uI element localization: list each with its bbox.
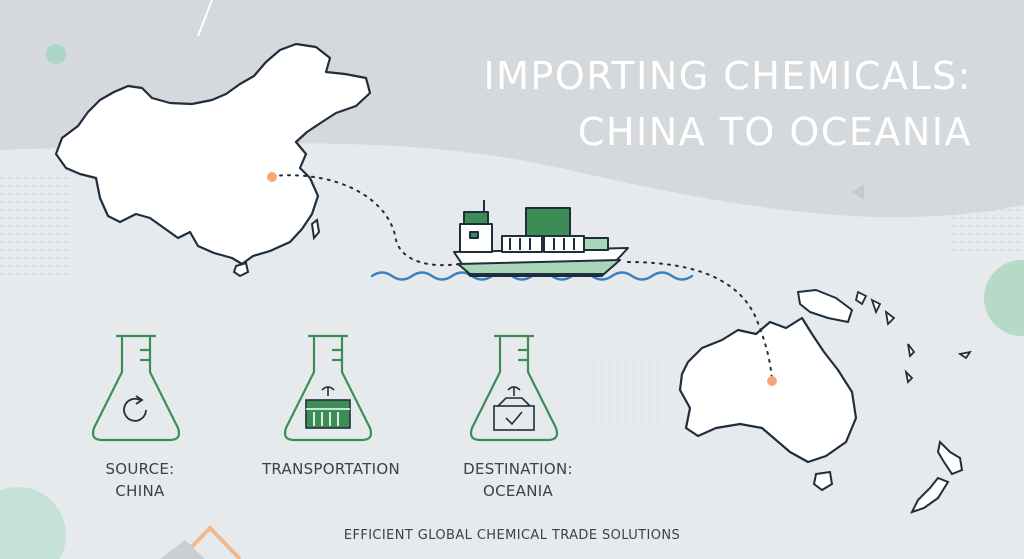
flask-transportation-icon — [283, 334, 373, 442]
recycle-arrow-icon — [123, 395, 147, 422]
flask-destination-icon — [469, 334, 559, 442]
new-zealand-south — [910, 476, 950, 514]
shipping-container-icon — [305, 386, 351, 429]
stage-label-source-line1: SOURCE: — [105, 460, 175, 478]
hainan-island — [232, 261, 250, 278]
pacific-islands — [854, 290, 972, 384]
stage-label-transportation-line1: TRANSPORTATION — [261, 460, 401, 478]
decor-circle-teal — [46, 44, 66, 64]
stage-label-destination-line1: DESTINATION: — [463, 460, 573, 478]
stage-label-transportation: TRANSPORTATION — [236, 458, 426, 480]
decor-triangle — [852, 184, 864, 200]
tasmania-island — [812, 470, 834, 492]
decor-stroke-top — [197, 0, 213, 37]
shipping-route-china — [271, 174, 461, 267]
decor-dots-left — [0, 170, 70, 280]
china-map — [54, 42, 372, 266]
taiwan-island — [310, 218, 321, 241]
decor-dots-bottom — [590, 360, 660, 420]
destination-marker — [767, 376, 777, 386]
cargo-ship-icon — [453, 200, 629, 277]
new-zealand-north — [936, 439, 964, 476]
top-band — [0, 0, 1024, 218]
new-guinea-island — [797, 289, 853, 323]
shipping-route-oceania — [627, 261, 773, 381]
origin-marker — [267, 172, 277, 182]
checkmark-crate-icon — [493, 386, 535, 431]
stage-label-source: SOURCE: CHINA — [80, 458, 200, 502]
flask-source-icon — [91, 334, 181, 442]
footer-tagline: EFFICIENT GLOBAL CHEMICAL TRADE SOLUTION… — [343, 528, 681, 543]
stage-label-destination-line2: OCEANIA — [482, 482, 554, 500]
decor-dots-right — [950, 195, 1024, 255]
title-line-2: CHINA TO OCEANIA — [577, 110, 972, 154]
title-line-1: IMPORTING CHEMICALS: — [483, 54, 972, 98]
decor-circle-right — [984, 260, 1024, 336]
decor-chevron-bottom-grey — [160, 540, 205, 559]
stage-label-destination: DESTINATION: OCEANIA — [428, 458, 608, 502]
decor-circle-bottom-left — [0, 487, 66, 559]
stage-label-source-line2: CHINA — [115, 482, 165, 500]
